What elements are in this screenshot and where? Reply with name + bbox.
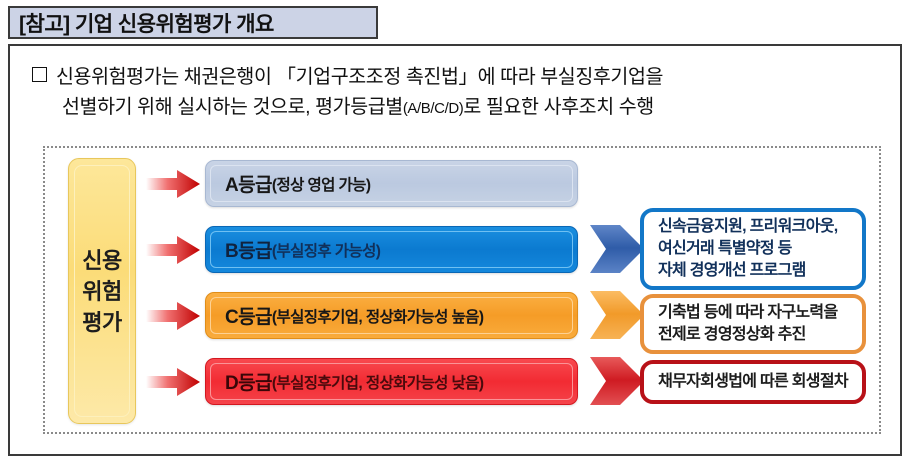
grade-box-d-inner: D등급 (부실징후기업, 정상화가능성 낮음) xyxy=(210,363,573,400)
outcome-c-line-1: 기축법 등에 따라 자구노력을 xyxy=(658,304,838,321)
outcome-b-line-3: 자체 경영개선 프로그램 xyxy=(658,262,806,279)
grade-c-note: (부실징후기업, 정상화가능성 높음) xyxy=(271,308,484,326)
paragraph-line-1: 신용위험평가는 채권은행이 「기업구조조정 촉진법」에 따라 부실징후기업을 xyxy=(32,62,892,92)
grade-c-label: C등급 xyxy=(225,307,272,328)
red-right-arrow-icon-c xyxy=(146,300,200,332)
outcome-d-line-1: 채무자회생법에 따른 회생절차 xyxy=(658,373,848,390)
red-right-arrow-icon-d xyxy=(146,366,200,398)
grade-box-b-inner: B등급 (부실징후 가능성) xyxy=(210,231,573,268)
grade-codes-inline: (A/B/C/D) xyxy=(402,100,464,117)
outcome-c-line-2: 전제로 경영정상화 추진 xyxy=(658,326,806,343)
paragraph-line-2: 선별하기 위해 실시하는 것으로, 평가등급별(A/B/C/D)로 필요한 사후… xyxy=(32,92,892,124)
grade-box-a-inner: A등급 (정상 영업 가능) xyxy=(210,165,573,202)
source-label-line-1: 신용 xyxy=(82,247,122,273)
grade-d-label: D등급 xyxy=(225,373,272,394)
paragraph-line-2-text-a: 선별하기 위해 실시하는 것으로, 평가등급별 xyxy=(62,96,403,118)
source-label-line-3: 평가 xyxy=(82,309,122,335)
document-section-title-bar: [참고] 기업 신용위험평가 개요 xyxy=(8,6,378,39)
square-bullet-icon xyxy=(32,67,47,82)
chevron-right-arrow-icon-c xyxy=(590,289,644,341)
grade-box-d: D등급 (부실징후기업, 정상화가능성 낮음) xyxy=(205,358,578,405)
content-frame: 신용위험평가는 채권은행이 「기업구조조정 촉진법」에 따라 부실징후기업을 선… xyxy=(8,44,902,456)
grade-b-label: B등급 xyxy=(225,241,272,262)
body-paragraph: 신용위험평가는 채권은행이 「기업구조조정 촉진법」에 따라 부실징후기업을 선… xyxy=(32,62,892,124)
outcome-b-line-1: 신속금융지원, 프리워크아웃, xyxy=(658,218,838,235)
outcome-b-line-2: 여신거래 특별약정 등 xyxy=(658,240,792,257)
grade-box-c-inner: C등급 (부실징후기업, 정상화가능성 높음) xyxy=(210,297,573,334)
source-box-inner: 신용 위험 평가 xyxy=(74,165,130,417)
grade-box-b: B등급 (부실징후 가능성) xyxy=(205,226,578,273)
source-label-line-2: 위험 xyxy=(82,278,122,304)
grade-d-note: (부실징후기업, 정상화가능성 낮음) xyxy=(271,374,484,392)
grade-box-a: A등급 (정상 영업 가능) xyxy=(205,160,578,207)
red-right-arrow-icon-a xyxy=(146,168,200,200)
outcome-box-c: 기축법 등에 따라 자구노력을 전제로 경영정상화 추진 xyxy=(640,294,866,354)
chevron-right-arrow-icon-d xyxy=(590,355,644,407)
grade-b-note: (부실징후 가능성) xyxy=(271,242,381,260)
paragraph-line-1-text: 신용위험평가는 채권은행이 「기업구조조정 촉진법」에 따라 부실징후기업을 xyxy=(56,66,664,88)
credit-risk-evaluation-diagram: 신용 위험 평가 xyxy=(43,146,881,434)
grade-a-note: (정상 영업 가능) xyxy=(271,176,371,194)
grade-box-c: C등급 (부실징후기업, 정상화가능성 높음) xyxy=(205,292,578,339)
red-right-arrow-icon-b xyxy=(146,234,200,266)
outcome-box-b: 신속금융지원, 프리워크아웃, 여신거래 특별약정 등 자체 경영개선 프로그램 xyxy=(640,208,866,290)
page-title: [참고] 기업 신용위험평가 개요 xyxy=(19,12,274,36)
source-box-credit-risk-evaluation: 신용 위험 평가 xyxy=(68,158,136,424)
chevron-right-arrow-icon-b xyxy=(590,223,644,275)
grade-a-label: A등급 xyxy=(225,175,272,196)
paragraph-line-2-text-b: 로 필요한 사후조치 수행 xyxy=(463,96,654,118)
outcome-box-d: 채무자회생법에 따른 회생절차 xyxy=(640,360,866,404)
